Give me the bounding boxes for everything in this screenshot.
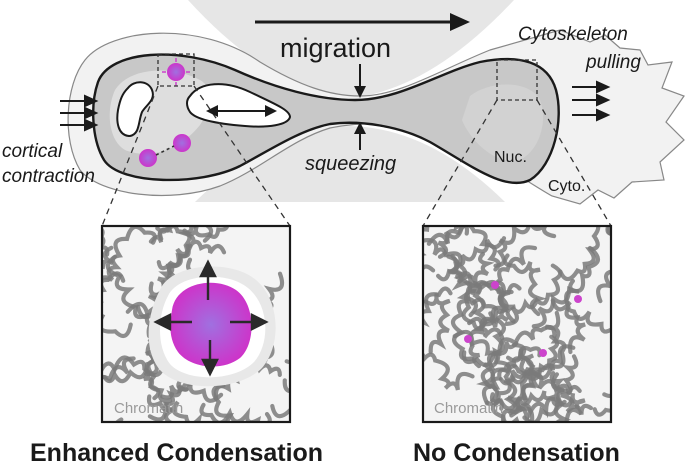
chromatin-fiber — [102, 271, 133, 339]
droplet-growth-arrows — [153, 259, 269, 377]
squeezing-label: squeezing — [305, 153, 396, 175]
enhanced-condensate-droplet — [170, 282, 252, 367]
constriction-wall-top — [188, 0, 514, 98]
chromatin-fiber — [148, 226, 214, 244]
chromatin-fiber — [102, 323, 164, 384]
squeeze-arrow-top-head — [354, 86, 366, 98]
nucleus-condensate-low — [139, 149, 157, 167]
small-condensate-1 — [491, 281, 499, 289]
nucleus-condensate-top — [167, 63, 185, 81]
nucleus-label: Nuc. — [494, 149, 527, 166]
cytoskeleton-arrows — [572, 80, 611, 122]
migration-label: migration — [280, 33, 391, 63]
small-condensate-3 — [464, 335, 472, 343]
chromatin-fiber — [506, 348, 541, 403]
chromatin-fiber — [592, 407, 611, 417]
chromatin-fiber — [493, 226, 557, 268]
chromatin-fiber — [146, 357, 176, 422]
zoom-box-right — [496, 59, 538, 101]
chromatin-fiber — [156, 226, 192, 271]
chromatin-fiber — [182, 226, 230, 239]
chromatin-fiber — [493, 245, 538, 324]
chromatin-fiber — [502, 253, 548, 317]
chromatin-fiber — [423, 226, 470, 256]
cortical-arrows — [60, 94, 99, 132]
zoom-panel-enhanced: Chromatin — [100, 224, 292, 424]
chromatin-fiber — [550, 298, 611, 334]
cytoplasm-label: Cyto. — [548, 178, 585, 195]
chromatin-fiber — [423, 351, 475, 391]
chromatin-fiber — [564, 278, 586, 355]
small-condensate-2 — [574, 295, 582, 303]
internal-arrow-left-head — [206, 105, 218, 117]
cortical-label-line2: contraction — [2, 166, 95, 187]
small-condensate-4 — [539, 349, 547, 357]
cytoskeleton-label-line2: pulling — [585, 52, 641, 73]
zoom-panel-no-condensation: Chromatin — [421, 224, 613, 424]
chromatin-fiber — [146, 394, 203, 422]
cytoskeleton-label-line1: Cytoskeleton — [518, 24, 628, 45]
chromatin-fiber — [468, 289, 514, 369]
chromatin-label-right: Chromatin — [434, 400, 503, 417]
condensate-burst — [162, 58, 190, 86]
zoom-lines — [101, 85, 612, 227]
chromatin-fiber — [476, 341, 519, 411]
nucleus-condensate-mid — [173, 134, 191, 152]
chromatin-fiber — [560, 354, 593, 416]
squeeze-arrow-bottom-head — [354, 122, 366, 134]
chromatin-fiber — [450, 279, 501, 361]
chromatin-fiber — [437, 226, 468, 259]
chromatin-fiber — [102, 226, 157, 284]
chromatin-fiber — [503, 366, 541, 421]
migration-arrow-head — [450, 13, 470, 31]
chromatin-fibers-right — [423, 226, 611, 422]
nucleus-hole-right — [186, 83, 292, 128]
chromatin-fiber — [423, 292, 451, 354]
chromatin-fiber — [423, 286, 453, 328]
chromatin-fiber — [522, 392, 586, 422]
no-condensation-title: No Condensation — [413, 439, 620, 467]
zoom-box-left — [157, 53, 195, 87]
nucleus-right-light — [462, 84, 544, 161]
internal-arrow-right-head — [265, 105, 277, 117]
cortical-label-line1: cortical — [2, 141, 63, 162]
chromatin-fiber — [102, 356, 136, 383]
constriction-wall-bottom — [195, 126, 505, 202]
enhanced-condensation-title: Enhanced Condensation — [30, 439, 323, 467]
chromatin-label-left: Chromatin — [114, 400, 183, 417]
nucleus-hole-left — [116, 81, 154, 138]
chromatin-fiber — [550, 372, 572, 422]
chromatin-fiber — [284, 359, 290, 365]
chromatin-fiber — [516, 371, 566, 421]
chromatin-fiber — [461, 297, 506, 368]
chromatin-fiber — [102, 245, 115, 270]
chromatin-fiber — [426, 226, 501, 272]
chromatin-fiber — [199, 402, 274, 422]
chromatin-fiber — [211, 383, 272, 422]
